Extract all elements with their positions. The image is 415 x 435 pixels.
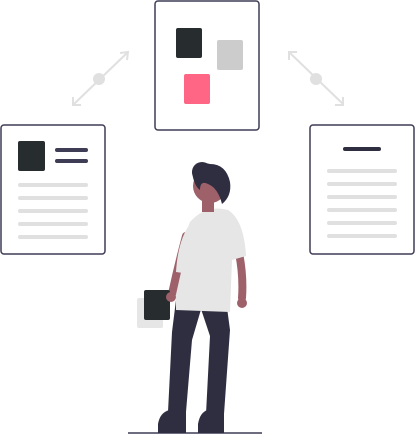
connector-right-dot [310, 73, 322, 85]
document-card-right [309, 124, 415, 255]
dark-square-icon [176, 28, 202, 58]
tablet-icon [144, 290, 170, 320]
person-figure [137, 162, 247, 433]
right-shoe [198, 410, 224, 433]
connector-left-dot [93, 73, 105, 85]
connector-left-arrow [72, 50, 130, 106]
connector-right-arrow [288, 51, 344, 106]
document-card-left [0, 124, 106, 255]
image-card [154, 0, 260, 131]
gray-square-icon [217, 40, 243, 70]
left-shoe [158, 410, 186, 433]
pink-square-icon [184, 74, 210, 104]
thumbnail-icon [18, 141, 45, 171]
